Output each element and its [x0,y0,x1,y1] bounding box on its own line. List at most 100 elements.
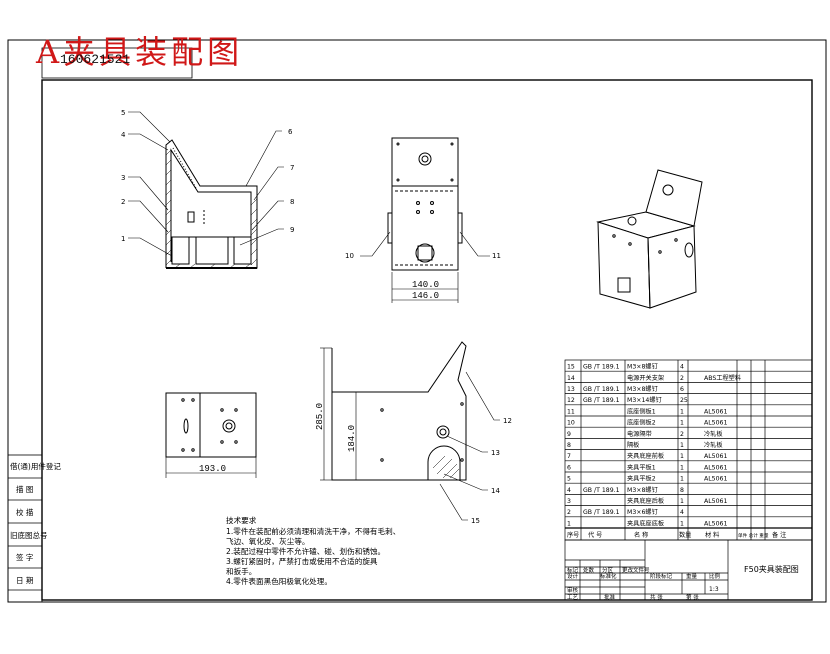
bom-table-grid [564,359,813,541]
bom-cell-qty: 1 [680,442,684,449]
title-block-label: 阶段标记 [650,572,673,580]
balloon-label: 2 [121,198,125,206]
title-block-label: 批准 [604,593,616,601]
bom-cell-code: GB /T 189.1 [583,509,620,516]
tech-requirements-heading: 技术要求 [226,516,257,525]
front-view-dimensions [360,231,490,301]
balloon-label: 7 [290,164,294,172]
bom-cell-no: 10 [567,420,575,427]
bom-cell-qty: 1 [680,408,684,415]
bom-cell-material: ABS工程塑料 [704,374,741,382]
left-strip-label: 描 图 [16,484,33,494]
bom-header-code: 代 号 [588,531,602,539]
dimension-side-inner: 184.0 [347,425,357,452]
bom-header-qty: 数量 [679,531,691,539]
balloon-label: 10 [345,252,354,260]
bom-cell-material: AL5061 [704,476,727,483]
bom-cell-qty: 1 [680,464,684,471]
bom-cell-material: AL5061 [704,408,727,415]
tech-requirement-line: 1.零件在装配前必须清理和清洗干净，不得有毛刺、 [226,527,401,536]
bom-cell-no: 2 [567,509,571,516]
bom-cell-name: 夹具底座前板 [627,452,664,460]
bom-cell-code: GB /T 189.1 [583,364,620,371]
bom-cell-no: 8 [567,442,571,449]
bom-cell-name: M3×8螺钉 [627,385,658,393]
bom-cell-name: 隔板 [627,441,639,449]
balloon-label: 6 [288,128,293,136]
title-block-label: 比例 [709,572,721,580]
bom-cell-name: M3×8螺钉 [627,486,658,494]
bom-cell-qty: 1 [680,420,684,427]
side-view-leaders [128,111,284,257]
bom-cell-qty: 25 [680,397,688,404]
bom-header-name: 名 称 [634,531,648,539]
left-strip-label: 借(通)用件登记 [10,461,61,471]
title-stamp: A夹具装配图 [36,33,244,71]
bom-cell-material: AL5061 [704,453,727,460]
bom-cell-qty: 1 [680,476,684,483]
bom-cell-name: 底座侧板1 [627,407,656,415]
tech-requirement-line: 2.装配过程中零件不允许磕、碰、划伤和锈蚀。 [226,547,386,556]
tech-requirement-line: 4.零件表面黑色阳极氧化处理。 [226,577,332,586]
bom-cell-name: M3×6螺钉 [627,508,658,516]
bom-cell-material: AL5061 [704,498,727,505]
title-block-name: F50夹具装配图 [744,564,799,574]
bom-cell-material: 冷轧板 [704,441,723,449]
front-view [387,137,463,303]
title-block-label: 处数 [583,566,595,574]
bom-cell-no: 1 [567,520,571,527]
bom-header-no: 序号 [567,531,579,539]
bom-cell-no: 15 [567,364,575,371]
bom-cell-qty: 4 [680,364,684,371]
left-strip-label: 校 描 [16,507,34,517]
bom-cell-material: 冷轧板 [704,430,723,438]
bom-cell-qty: 4 [680,509,684,516]
balloon-label: 9 [290,226,294,234]
balloon-label: 4 [121,131,126,139]
left-strip-label: 日 期 [16,576,33,585]
tech-requirement-line: 3.螺钉紧固时，严禁打击或使用不合适的旋具 [226,557,378,566]
bom-cell-no: 4 [567,487,571,494]
bom-cell-qty: 2 [680,375,684,382]
title-block-label: 重量 [686,572,698,580]
title-block-label: 第 张 [686,593,699,601]
bom-cell-no: 6 [567,464,571,471]
dimension-front-outer: 146.0 [412,291,439,301]
balloon-label: 8 [290,198,294,206]
side-elevation-leaders [439,371,500,521]
bom-cell-material: AL5061 [704,464,727,471]
tech-requirement-line: 和扳手。 [226,567,257,576]
drawing-number-box [41,47,193,79]
bom-cell-no: 7 [567,453,571,460]
title-block-grid [564,539,813,601]
bom-cell-name: 夹具平板1 [627,463,656,471]
title-block-scale: 1:3 [709,586,719,593]
bom-cell-name: 夹具底座后板 [627,497,664,505]
bom-cell-qty: 8 [680,487,684,494]
bom-cell-code: GB /T 189.1 [583,397,620,404]
bom-cell-no: 12 [567,397,575,404]
dimension-side-height: 285.0 [315,403,325,430]
side-elevation-hatching [432,455,460,479]
bom-cell-no: 9 [567,431,571,438]
left-strip [7,454,43,603]
bom-cell-qty: 1 [680,520,684,527]
bom-cell-no: 11 [567,408,575,415]
left-strip-label: 签 字 [16,552,33,562]
outer-border [7,39,827,603]
title-block-label: 更改文件号 [622,566,650,574]
tech-requirement-line: 飞边、氧化皮、灰尘等。 [226,537,310,546]
bom-header-remark: 备 注 [772,531,786,539]
balloon-label: 14 [491,487,500,495]
bom-cell-qty: 6 [680,386,684,393]
side-section-hatching [165,149,258,269]
bom-cell-code: GB /T 189.1 [583,487,620,494]
bom-cell-qty: 2 [680,431,684,438]
bom-cell-no: 13 [567,386,575,393]
title-block-label: 标记 [567,566,579,574]
bom-cell-qty: 1 [680,498,684,505]
bom-cell-material: AL5061 [704,520,727,527]
bom-header-weight: 单件 总计 重量 [738,532,769,539]
balloon-label: 12 [503,417,512,425]
